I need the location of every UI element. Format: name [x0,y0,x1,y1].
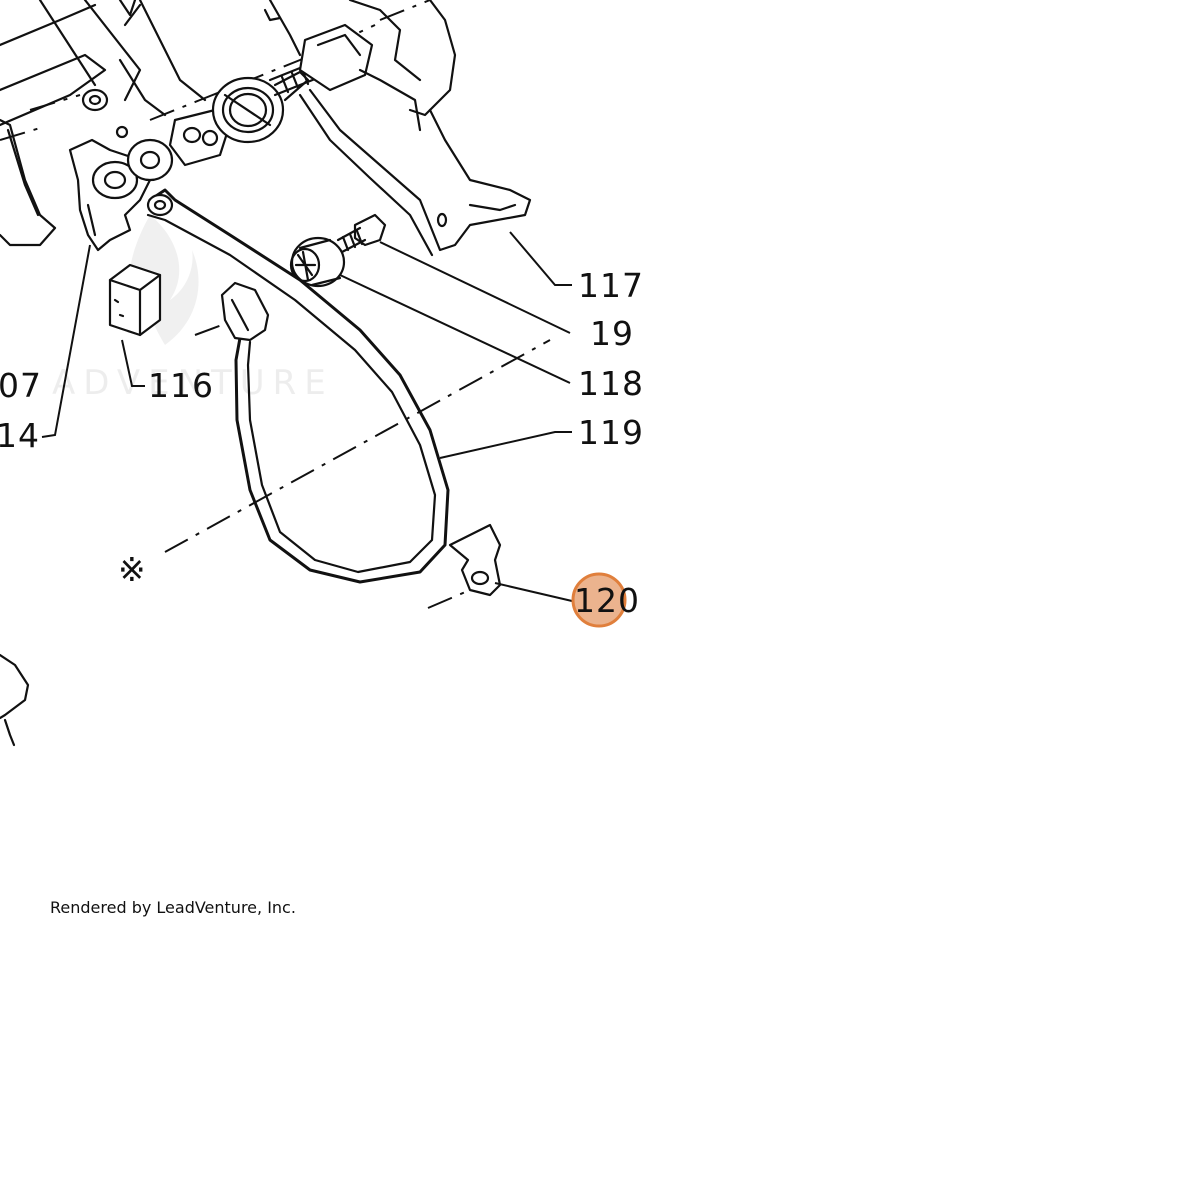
watermark-logo-icon [129,215,199,345]
rendered-by-credit: Rendered by LeadVenture, Inc. [50,898,296,917]
bracket-117 [298,88,532,257]
lever-housing [263,0,457,132]
watermark-text: ADVENTURE [52,363,334,403]
part-label-19[interactable]: 19 [590,314,634,353]
part-label-119[interactable]: 119 [578,413,644,452]
part-label-118[interactable]: 118 [578,364,644,403]
roller-118 [289,236,346,288]
clip-centerline [427,589,471,609]
threaded-bolt [268,23,374,97]
block-116 [108,263,162,337]
washer-stack [115,0,376,182]
upper-left-assembly [0,0,142,247]
part-label-107[interactable]: 07 [0,366,42,405]
part-label-117[interactable]: 117 [578,266,644,305]
bottom-left-fragment [0,653,30,747]
part-label-120[interactable]: 120 [574,581,640,620]
clip-120 [448,523,502,597]
part-label-114[interactable]: 14 [0,416,40,455]
highlight-marker [571,572,627,628]
part-label-116[interactable]: 116 [148,366,214,405]
centerline [164,339,551,553]
band-strap-119 [146,188,450,584]
screw-19 [336,213,387,254]
leader-lines [41,231,573,602]
spring-part [211,70,310,144]
reference-symbol: ※ [118,550,147,589]
